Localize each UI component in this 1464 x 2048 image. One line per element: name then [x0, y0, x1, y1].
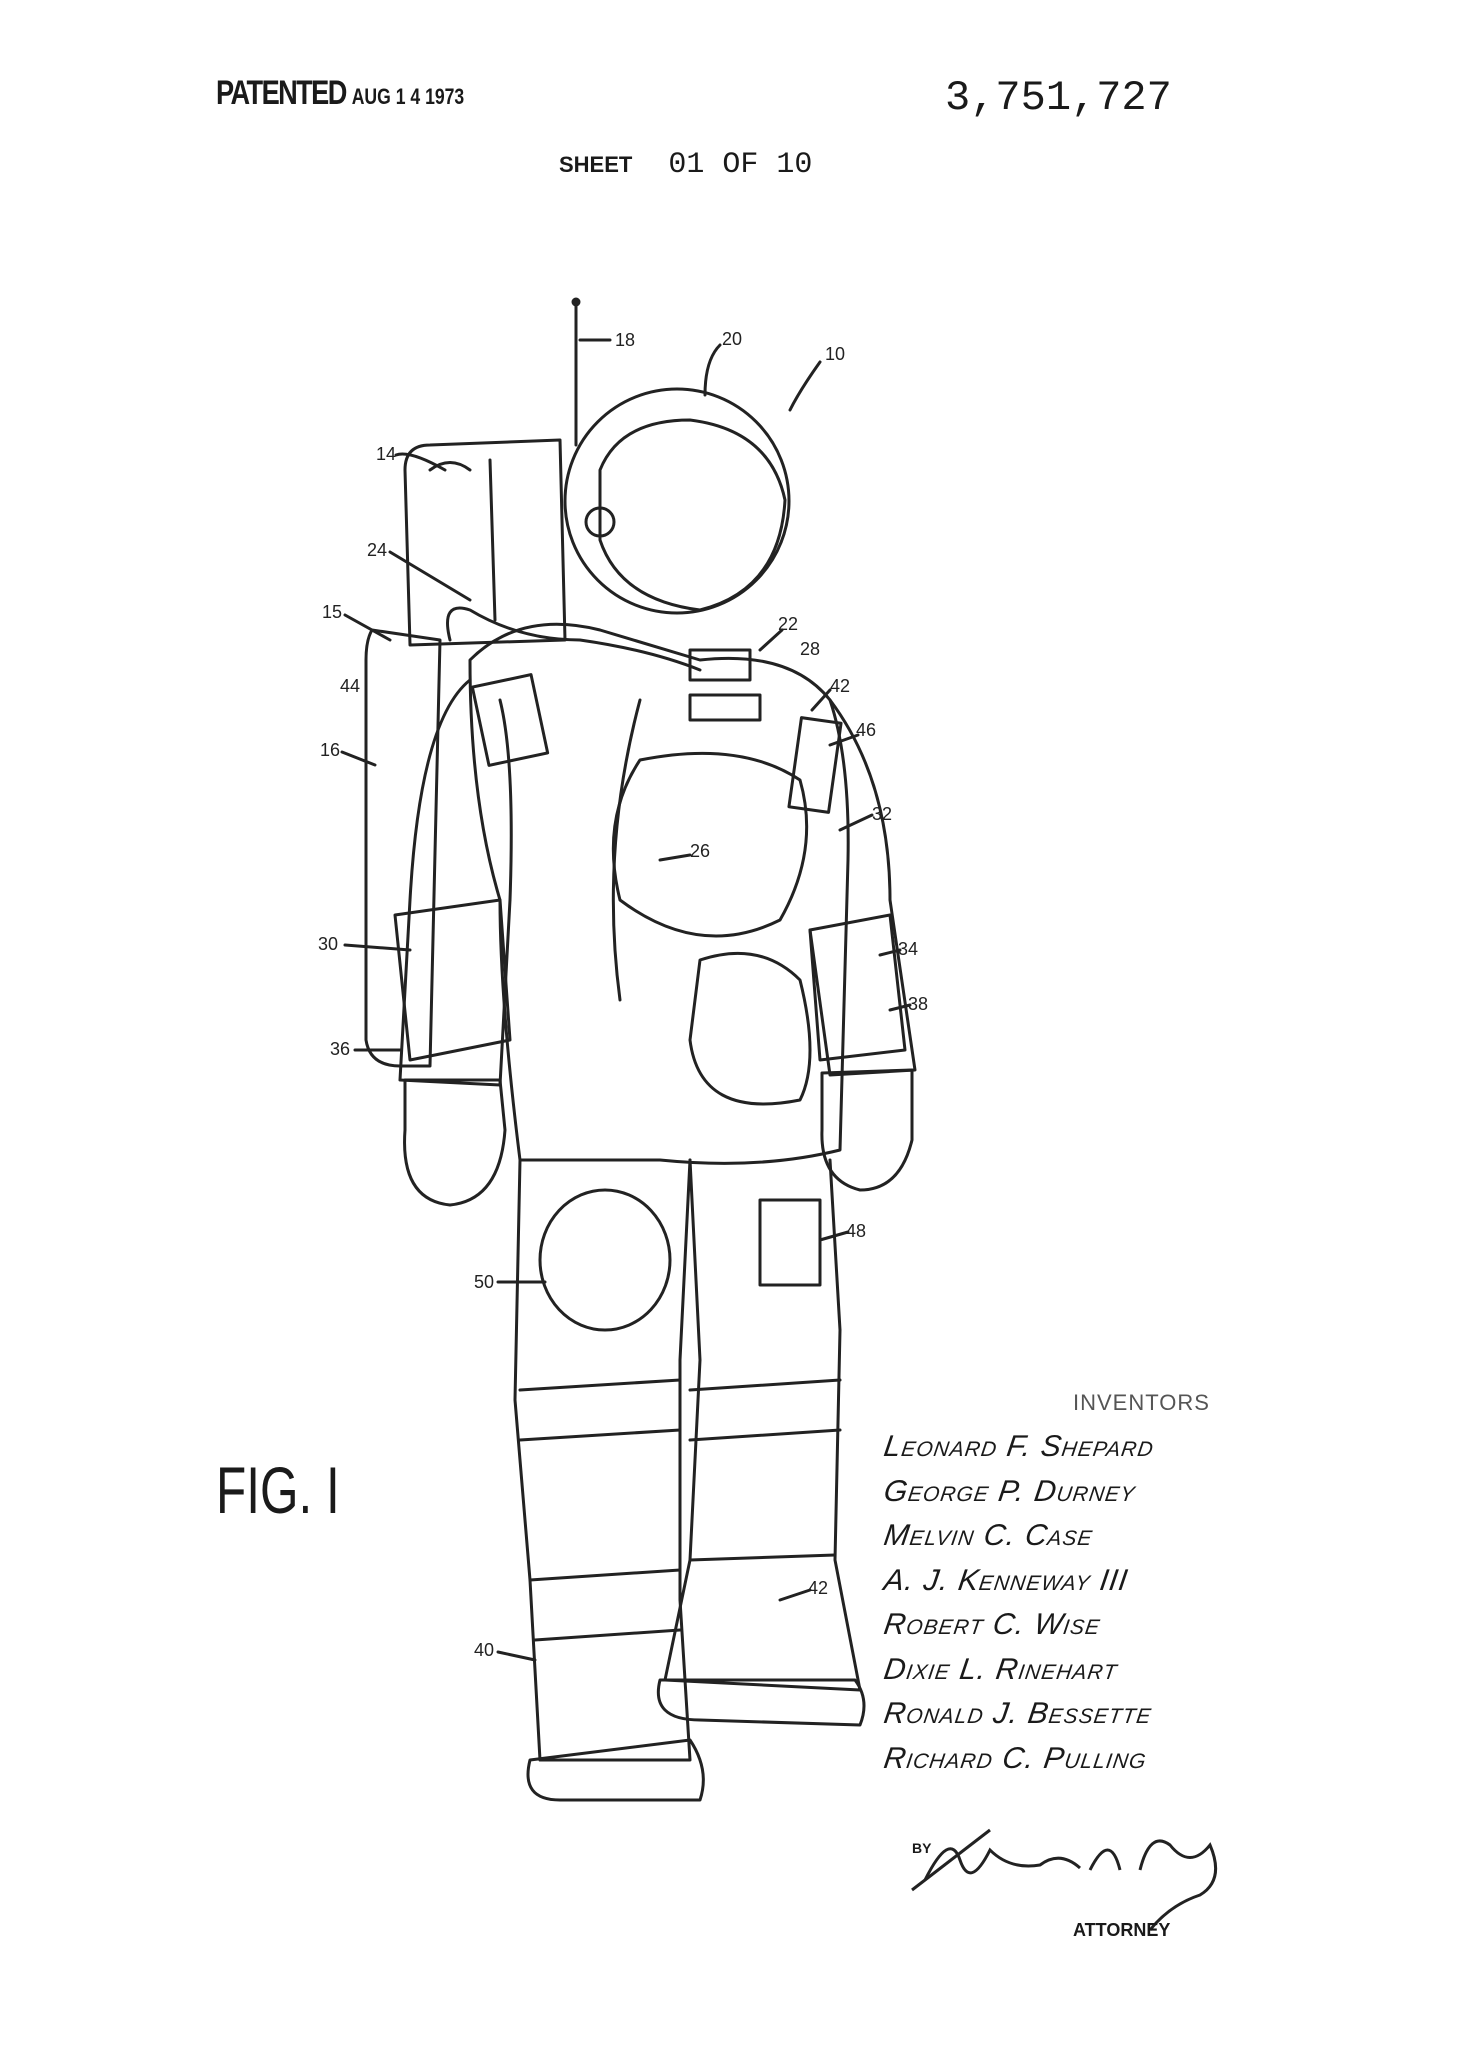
ref-30: 30 [318, 934, 338, 954]
sheet-label: SHEET [559, 152, 633, 177]
left-arm [398, 678, 513, 1087]
ref-42: 42 [830, 676, 850, 696]
inventor-name: Dixie L. Rinehart [881, 1652, 1120, 1686]
ref-36: 36 [330, 1039, 350, 1059]
patented-label: PATENTED [216, 74, 347, 112]
ref-46: 46 [856, 720, 876, 740]
by-label: BY [912, 1840, 932, 1856]
ref-48: 48 [846, 1221, 866, 1241]
attorney-label: ATTORNEY [1073, 1920, 1171, 1940]
knee-pocket [538, 1188, 672, 1332]
patented-date: PATENTED AUG 1 4 1973 [216, 74, 464, 113]
shoulder-patch-left [470, 673, 550, 767]
patent-number: 3,751,727 [945, 74, 1172, 122]
inventor-name: George P. Durney [881, 1474, 1138, 1508]
right-leg [663, 1158, 862, 1692]
right-boot [657, 1678, 866, 1727]
ref-34: 34 [898, 939, 918, 959]
thigh-pocket [758, 1198, 822, 1287]
patent-date: AUG 1 4 1973 [351, 84, 465, 109]
inventor-name: A. J. Kenneway III [881, 1563, 1131, 1597]
ref-40: 40 [474, 1640, 494, 1660]
ref-15: 15 [322, 602, 342, 622]
figure-label: FIG. I [216, 1453, 340, 1527]
ref-22: 22 [778, 614, 798, 634]
inventor-name: Melvin C. Case [881, 1519, 1096, 1552]
ref-20: 20 [722, 329, 742, 349]
backpack [403, 438, 567, 647]
ref-28: 28 [800, 639, 820, 659]
reference-numerals: 18 20 10 14 24 15 22 28 44 42 46 16 32 2… [318, 329, 928, 1660]
ref-50: 50 [474, 1272, 494, 1292]
torso [468, 622, 850, 1165]
sheet-indicator: SHEET 01 OF 10 [559, 148, 812, 182]
ref-38: 38 [908, 994, 928, 1014]
inventor-name: Ronald J. Bessette [881, 1697, 1155, 1730]
ref-32: 32 [872, 804, 892, 824]
inventors-list: Leonard F. Shepard George P. Durney Melv… [881, 1425, 1157, 1781]
attorney-signature [911, 1828, 1218, 1931]
left-glove [403, 1078, 507, 1207]
visor [598, 418, 787, 612]
inventors-heading: INVENTORS [1073, 1390, 1210, 1415]
ref-44: 44 [340, 676, 360, 696]
ref-18: 18 [615, 330, 635, 350]
helmet [563, 387, 791, 615]
left-leg [513, 1158, 692, 1762]
ref-24: 24 [367, 540, 387, 560]
shoulder-patch-right [787, 716, 843, 814]
right-arm [808, 698, 917, 1077]
inventor-name: Richard C. Pulling [881, 1741, 1150, 1775]
ref-14: 14 [376, 444, 396, 464]
left-boot [526, 1738, 705, 1802]
ref-10: 10 [825, 344, 845, 364]
ref-26: 26 [690, 841, 710, 861]
ref-16: 16 [320, 740, 340, 760]
ref-42-boot: 42 [808, 1578, 828, 1598]
inventor-name: Leonard F. Shepard [881, 1430, 1157, 1463]
sheet-number: 01 OF 10 [668, 148, 813, 182]
inventor-name: Robert C. Wise [881, 1608, 1103, 1641]
right-glove [820, 1068, 914, 1192]
